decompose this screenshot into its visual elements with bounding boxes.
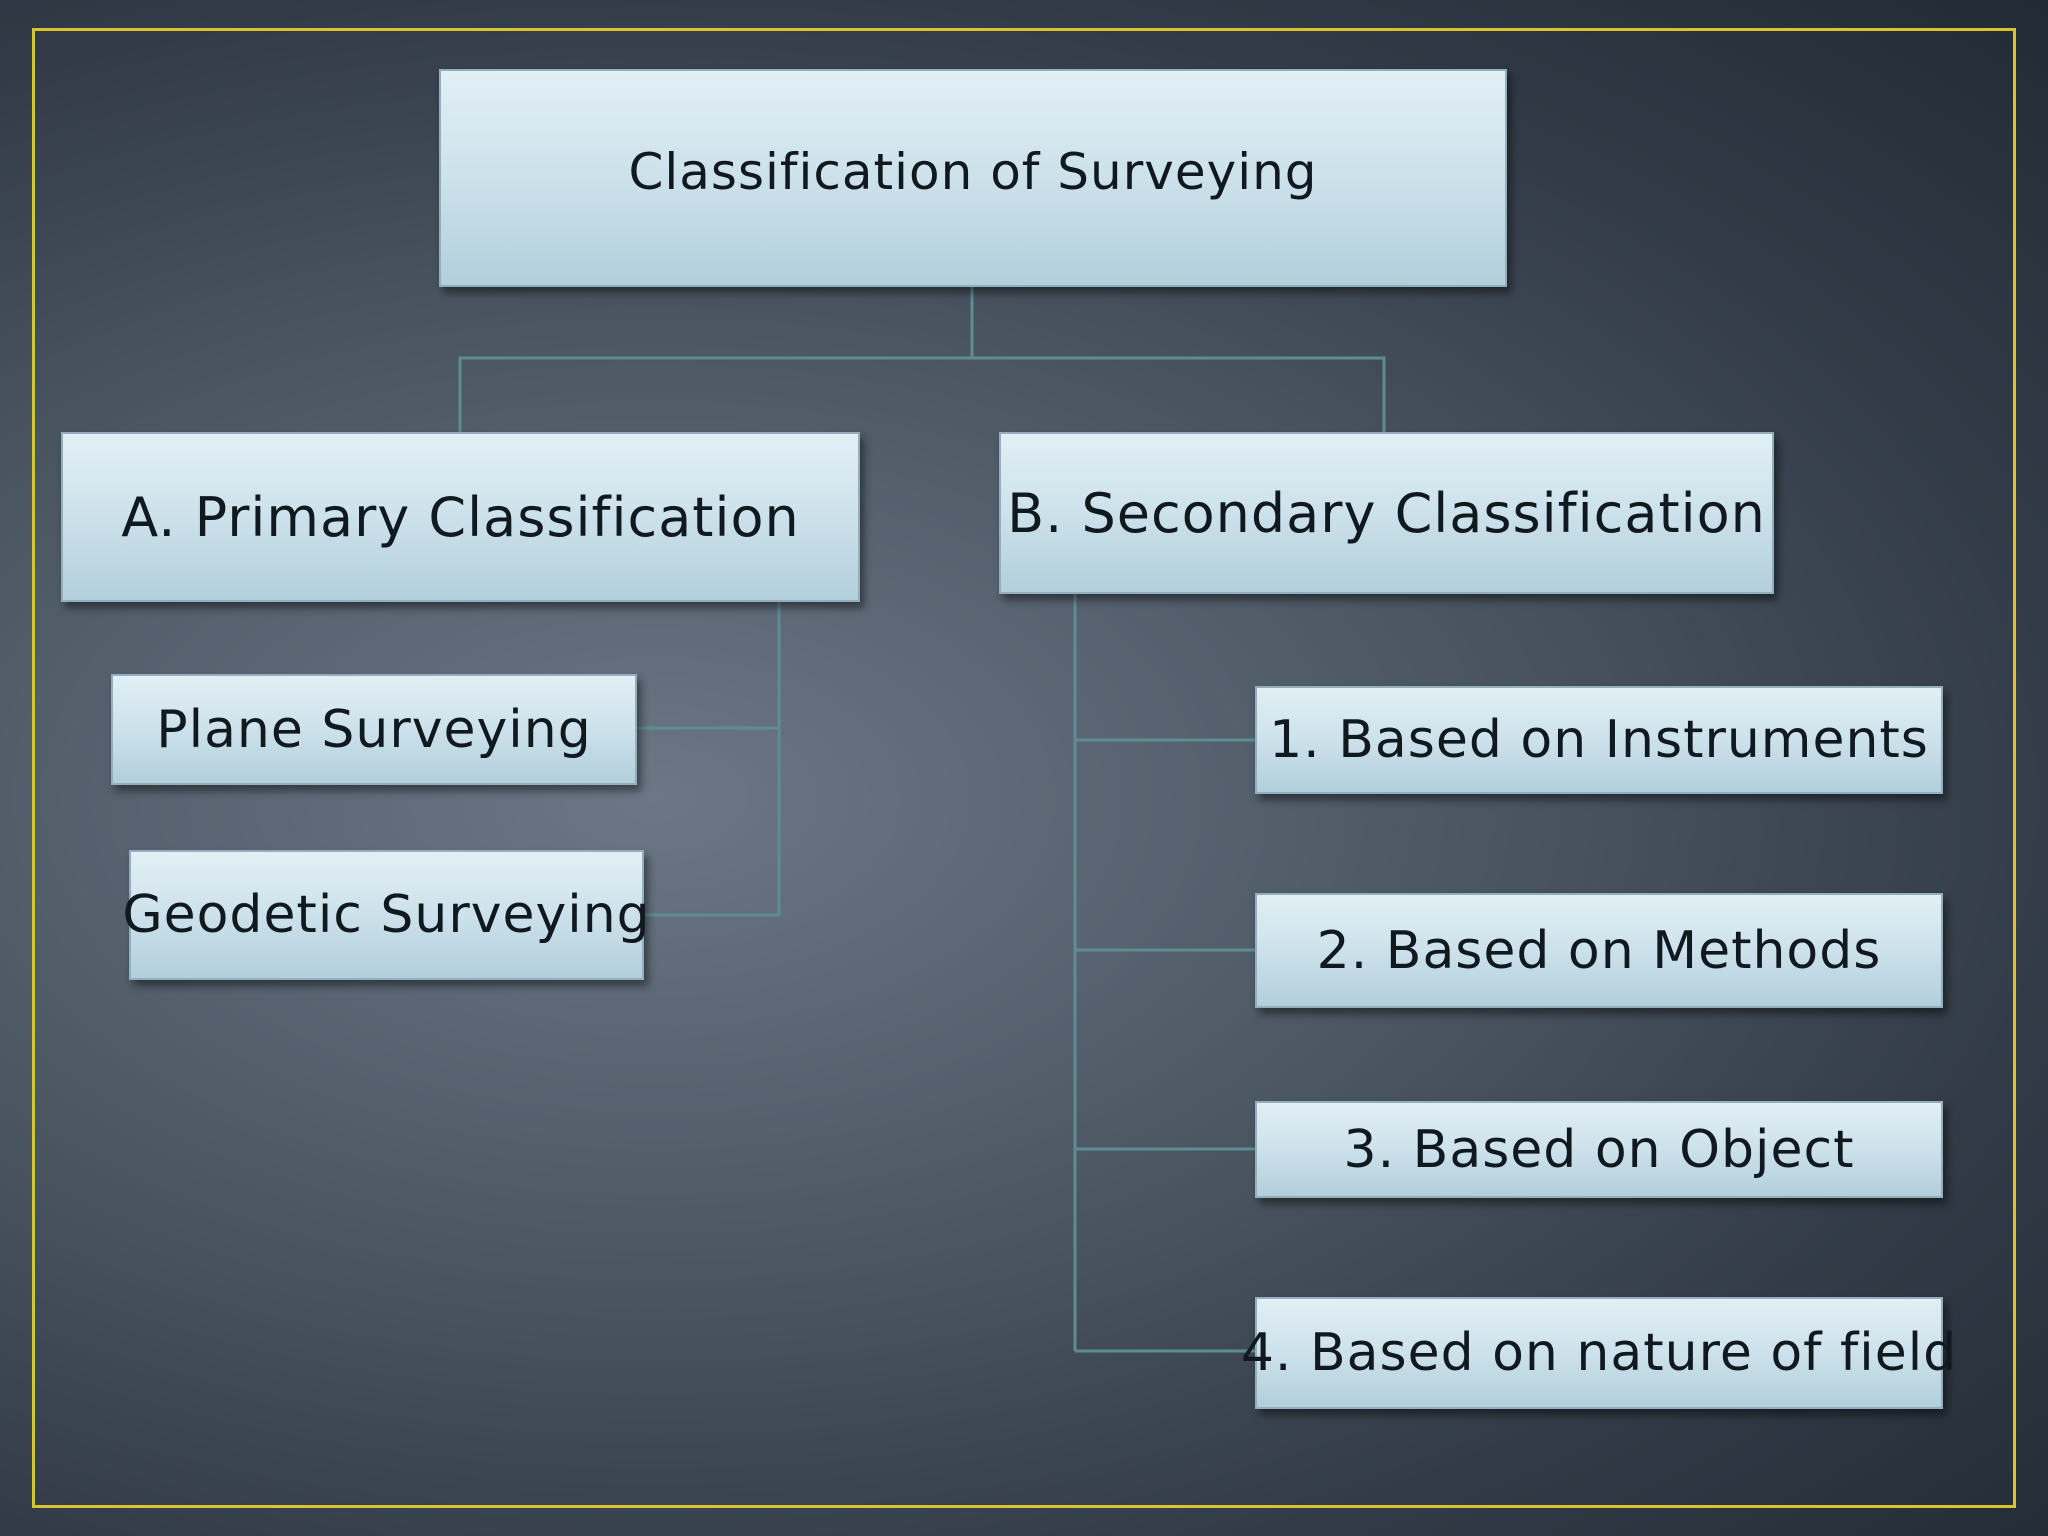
based-on-object-label: 3. Based on Object: [1343, 1119, 1855, 1180]
secondary-classification-label: B. Secondary Classification: [1007, 481, 1766, 545]
geodetic-surveying-label: Geodetic Surveying: [122, 885, 651, 945]
based-on-instruments-label: 1. Based on Instruments: [1269, 710, 1929, 770]
connector-root-to-primary: [458, 287, 974, 432]
secondary-classification-node: B. Secondary Classification: [999, 432, 1774, 594]
plane-surveying-label: Plane Surveying: [156, 699, 592, 760]
based-on-methods-node: 2. Based on Methods: [1255, 893, 1943, 1008]
root-node: Classification of Surveying: [439, 69, 1507, 287]
based-on-nature-of-field-label: 4. Based on nature of field: [1240, 1323, 1958, 1383]
plane-surveying-node: Plane Surveying: [111, 674, 637, 785]
based-on-object-node: 3. Based on Object: [1255, 1101, 1943, 1198]
root-node-label: Classification of Surveying: [628, 143, 1318, 201]
primary-classification-label: A. Primary Classification: [121, 485, 800, 549]
connector-root-to-secondary: [972, 356, 1386, 432]
based-on-nature-of-field-node: 4. Based on nature of field: [1241, 1297, 1956, 1409]
geodetic-surveying-node: Geodetic Surveying: [122, 850, 650, 980]
slide-frame: [32, 28, 2016, 1508]
based-on-instruments-node: 1. Based on Instruments: [1255, 686, 1943, 794]
based-on-methods-label: 2. Based on Methods: [1316, 920, 1882, 981]
primary-classification-node: A. Primary Classification: [61, 432, 860, 602]
